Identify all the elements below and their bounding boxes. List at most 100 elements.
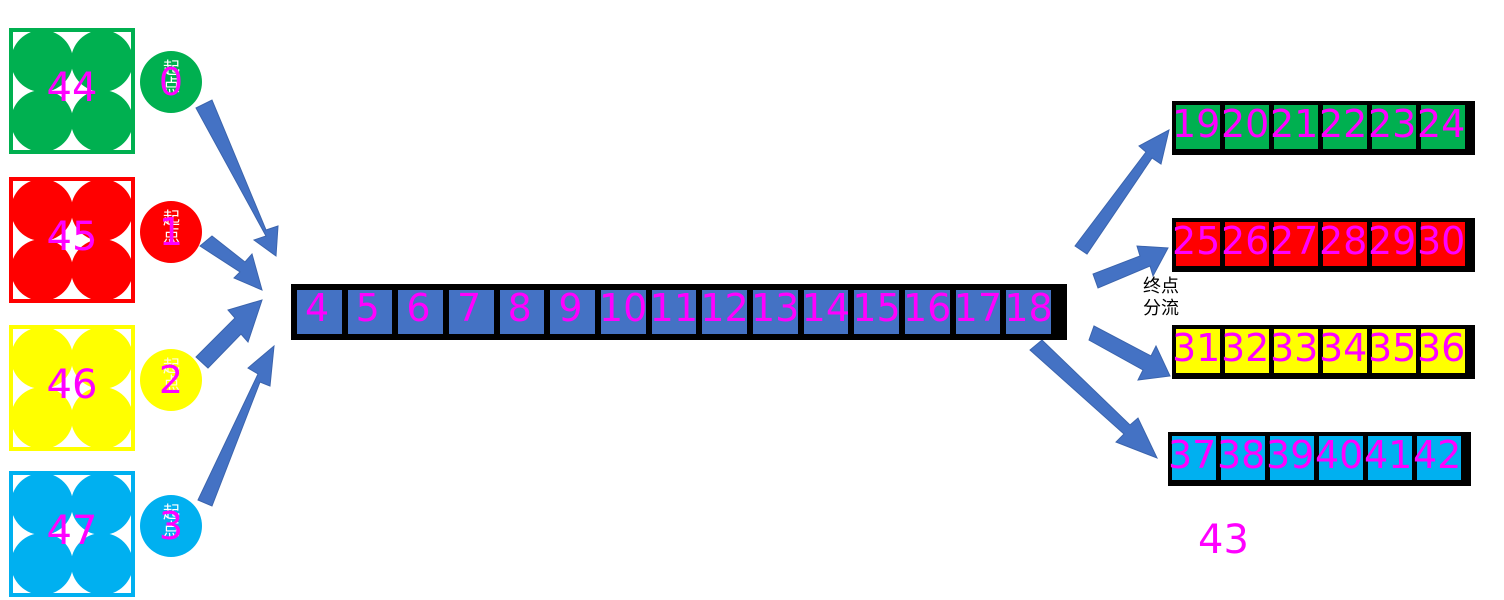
output-cell xyxy=(1176,329,1220,373)
arrow-in-1 xyxy=(195,99,279,257)
output-cell xyxy=(1270,436,1314,480)
output-cell xyxy=(1172,436,1216,480)
main-line-cell xyxy=(449,290,494,334)
start-label: 起点 xyxy=(159,503,179,537)
output-number: 41 xyxy=(1364,433,1413,477)
main-line-number: 4 xyxy=(305,286,330,330)
main-line-number: 10 xyxy=(599,286,648,330)
output-cell xyxy=(1417,436,1461,480)
arrow-out-1 xyxy=(1074,129,1170,255)
output-number: 29 xyxy=(1368,219,1417,263)
arrow-in-4 xyxy=(197,344,275,507)
main-line-cell xyxy=(905,290,950,334)
start-number: 3 xyxy=(158,504,184,548)
main-line-number: 14 xyxy=(801,286,851,330)
input-quad-red: 45 xyxy=(9,177,135,303)
output-cell xyxy=(1274,105,1318,149)
main-line-number: 12 xyxy=(700,286,749,330)
main-line-cell xyxy=(601,290,646,334)
quad-number: 44 xyxy=(46,65,98,111)
output-cell xyxy=(1176,105,1220,149)
output-cell xyxy=(1372,329,1416,373)
main-line-cell xyxy=(955,290,1001,334)
input-quad-cyan: 47 xyxy=(9,471,135,597)
output-cell xyxy=(1421,329,1465,373)
main-line-number: 8 xyxy=(507,286,532,330)
input-quad-yellow: 46 xyxy=(9,325,135,451)
start-number: 2 xyxy=(158,358,184,402)
input-quad-green: 44 xyxy=(9,28,135,154)
output-cell xyxy=(1225,105,1269,149)
main-line-number: 13 xyxy=(751,286,800,330)
main-line-cell xyxy=(753,290,798,334)
output-number: 37 xyxy=(1168,433,1217,477)
output-cell xyxy=(1323,329,1367,373)
output-cell xyxy=(1323,222,1367,266)
output-cell xyxy=(1368,436,1412,480)
arrow-in-2 xyxy=(199,235,263,291)
main-line-number: 6 xyxy=(406,286,431,330)
main-line-cell xyxy=(347,290,393,334)
output-cell xyxy=(1319,436,1363,480)
merge-label-line1: 终点 xyxy=(1143,276,1179,297)
main-line-cell xyxy=(651,290,697,334)
main-line-number: 9 xyxy=(558,286,583,330)
start-label: 起点 xyxy=(159,209,179,243)
output-cell xyxy=(1225,329,1269,373)
quad-number: 45 xyxy=(46,214,98,260)
output-cell xyxy=(1225,222,1269,266)
start-number: 0 xyxy=(158,60,184,104)
output-number: 35 xyxy=(1368,326,1417,370)
output-number: 21 xyxy=(1270,102,1319,146)
output-cell xyxy=(1421,222,1465,266)
output-number: 27 xyxy=(1270,219,1319,263)
main-line-cell xyxy=(398,290,443,334)
start-node-cyan: 起点 3 xyxy=(140,495,202,557)
output-number: 36 xyxy=(1417,326,1466,370)
start-node-yellow: 起点 2 xyxy=(140,349,202,411)
output-cell xyxy=(1274,329,1318,373)
main-line-number: 7 xyxy=(457,286,482,330)
output-number: 34 xyxy=(1319,326,1368,370)
output-number: 24 xyxy=(1417,102,1466,146)
quad-number: 46 xyxy=(46,362,98,408)
output-number: 30 xyxy=(1417,219,1466,263)
main-line-number: 17 xyxy=(953,286,1003,330)
main-line-cell xyxy=(854,290,899,334)
main-line-number: 18 xyxy=(1004,286,1053,330)
output-number: 40 xyxy=(1315,433,1364,477)
start-label: 起点 xyxy=(159,59,179,93)
merge-label: 终点 分流 xyxy=(1136,276,1186,320)
main-line-number: 16 xyxy=(903,286,952,330)
output-number: 38 xyxy=(1217,433,1266,477)
main-line-number: 15 xyxy=(852,286,901,330)
arrow-out-2 xyxy=(1092,245,1169,289)
arrow-out-4 xyxy=(1029,339,1158,459)
main-line-cell xyxy=(1006,290,1051,334)
output-number: 22 xyxy=(1319,102,1368,146)
output-cell xyxy=(1221,436,1265,480)
output-number: 42 xyxy=(1413,433,1462,477)
loose-number: 43 xyxy=(1198,517,1249,563)
main-line-cell xyxy=(803,290,849,334)
output-number: 33 xyxy=(1270,326,1319,370)
output-cell xyxy=(1274,222,1318,266)
merge-label-line2: 分流 xyxy=(1143,298,1179,319)
main-line-cell xyxy=(550,290,595,334)
start-number: 1 xyxy=(158,210,184,254)
output-number: 25 xyxy=(1172,219,1221,263)
output-number: 20 xyxy=(1221,102,1270,146)
start-node-red: 起点 1 xyxy=(140,201,202,263)
output-number: 28 xyxy=(1319,219,1368,263)
quad-number: 47 xyxy=(46,508,98,554)
output-number: 32 xyxy=(1221,326,1270,370)
output-cell xyxy=(1323,105,1367,149)
start-node-green: 起点 0 xyxy=(140,51,202,113)
output-cell xyxy=(1372,222,1416,266)
arrow-in-3 xyxy=(195,299,263,369)
arrow-out-3 xyxy=(1088,325,1171,381)
output-number: 39 xyxy=(1266,433,1315,477)
main-line-cell xyxy=(702,290,747,334)
output-cell xyxy=(1176,222,1220,266)
output-number: 26 xyxy=(1221,219,1270,263)
